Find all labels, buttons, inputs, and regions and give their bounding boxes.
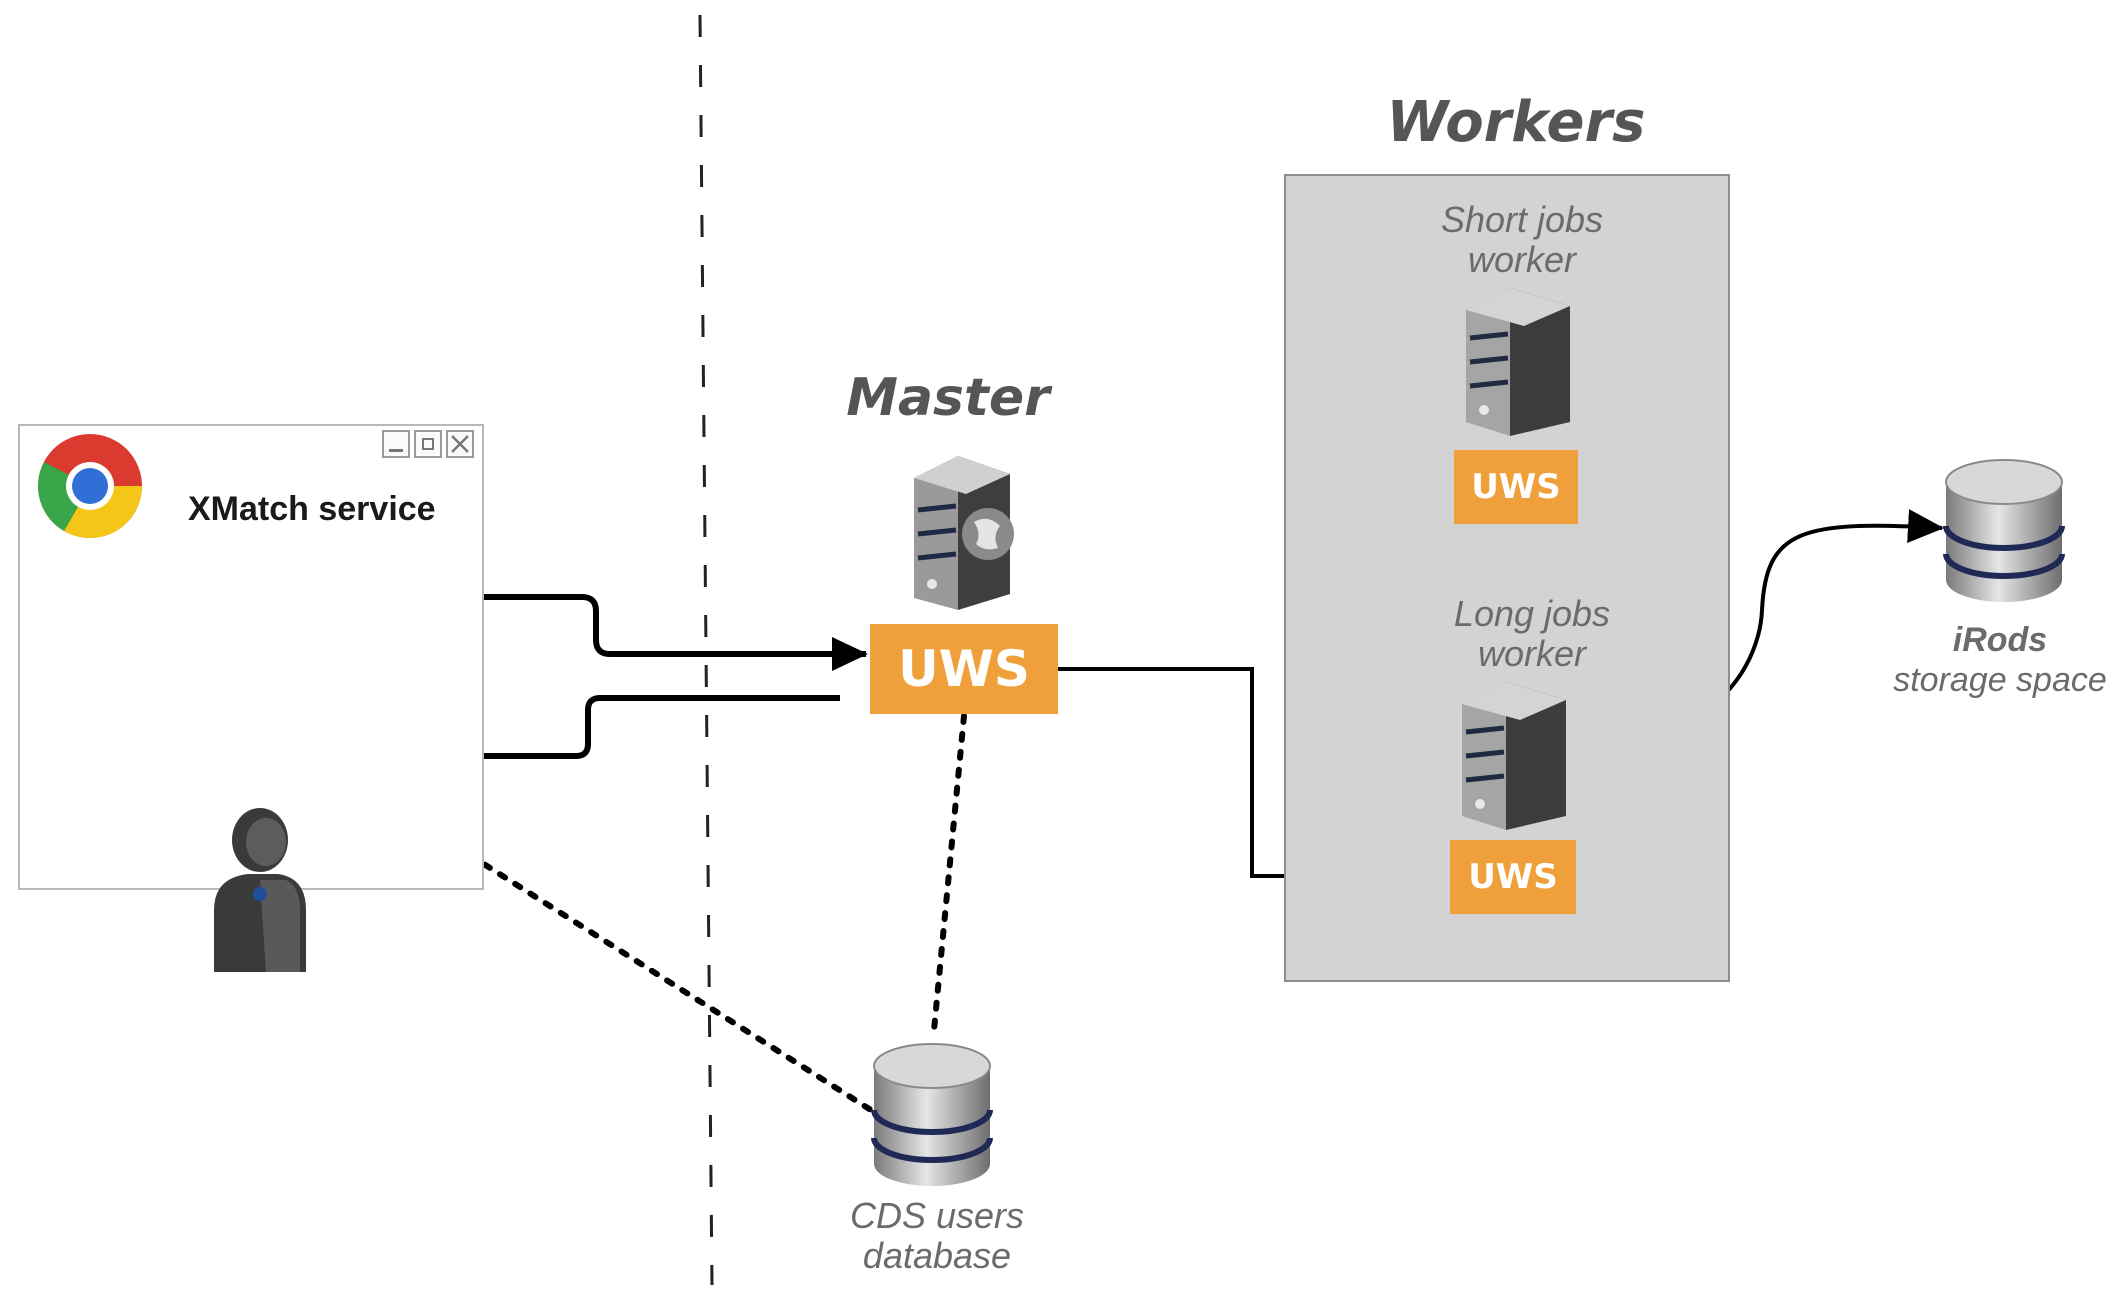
cds-database-icon [871, 1043, 993, 1186]
network-boundary-line [698, 14, 714, 1286]
maximize-icon[interactable] [414, 430, 442, 458]
request-arrow [328, 594, 868, 671]
server-globe-icon [914, 456, 1014, 610]
browser-title: XMatch service [188, 490, 436, 528]
short-jobs-label: Short jobs worker [1440, 199, 1604, 280]
long-jobs-label: Long jobs worker [1453, 593, 1611, 674]
master-uws-box[interactable]: UWS [870, 624, 1058, 714]
master-db-link [931, 713, 967, 1033]
master-heading: Master [846, 368, 1050, 428]
close-icon[interactable] [446, 430, 474, 458]
workers-heading: Workers [1386, 90, 1646, 155]
user-icon [214, 808, 306, 972]
long-jobs-uws-box[interactable]: UWS [1450, 840, 1576, 914]
irods-label: iRods storage space [1870, 620, 2128, 700]
minimize-icon[interactable] [382, 430, 410, 458]
browser-window[interactable]: XMatch service [18, 424, 484, 890]
irods-name: iRods [1952, 621, 2048, 659]
short-jobs-uws-box[interactable]: UWS [1454, 450, 1578, 524]
user-db-link [421, 823, 877, 1115]
irods-database-icon [1943, 459, 2065, 602]
cds-db-label: CDS users database [849, 1195, 1025, 1276]
response-arrow [332, 695, 840, 773]
short-jobs-server-icon [1466, 288, 1570, 436]
chrome-icon [38, 434, 142, 538]
irods-subtitle: storage space [1893, 661, 2107, 699]
long-jobs-server-icon [1462, 682, 1566, 830]
